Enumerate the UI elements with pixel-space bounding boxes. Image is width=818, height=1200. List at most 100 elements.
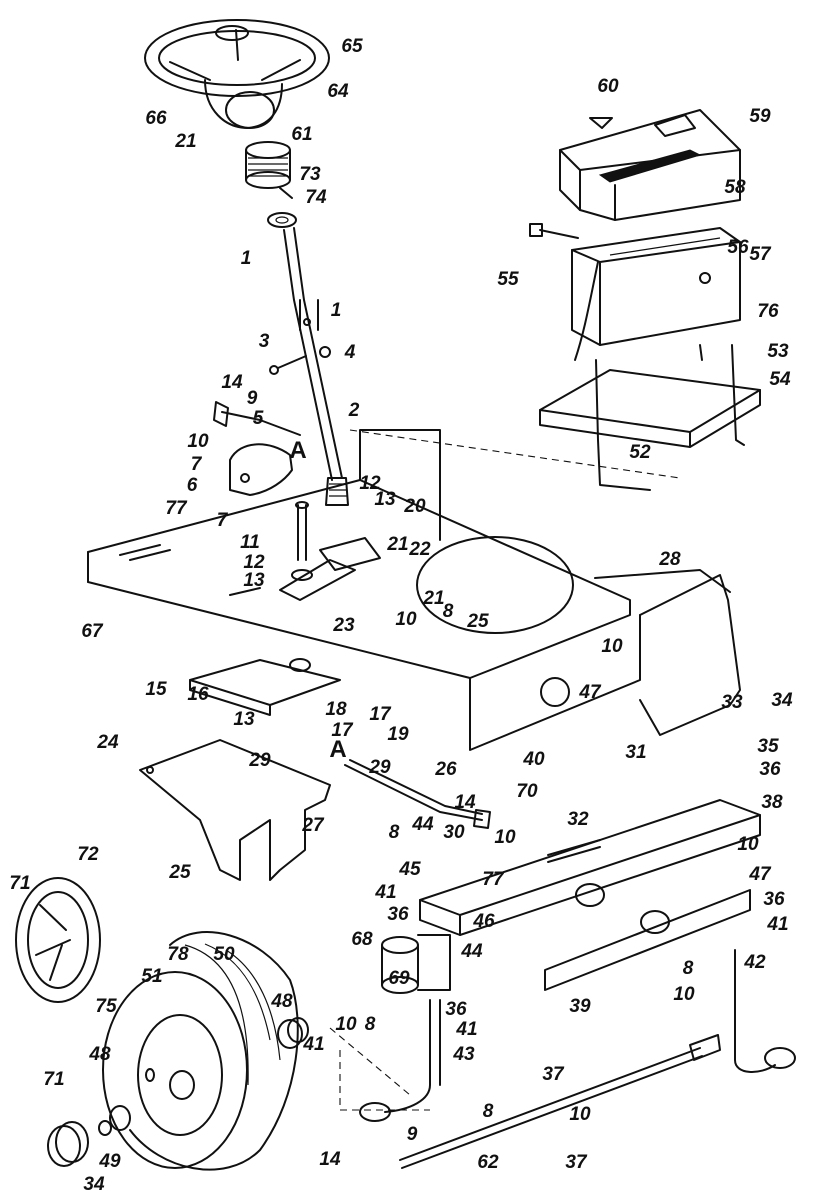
part-label: 44 (460, 941, 483, 962)
front-axle (419, 799, 761, 936)
part-label: 41 (302, 1034, 324, 1055)
part-label: 13 (233, 709, 255, 730)
part-label: 66 (145, 108, 167, 129)
part-label: 74 (305, 187, 327, 208)
part-label: 57 (749, 244, 772, 265)
part-label: 24 (96, 732, 119, 753)
part-label: 52 (629, 442, 651, 463)
part-label: 72 (77, 844, 99, 865)
front-mount-plate (189, 658, 341, 716)
part-label: 25 (466, 611, 489, 632)
wheel-bushing (109, 1017, 309, 1131)
part-label: 10 (737, 834, 759, 855)
part-label: 30 (443, 822, 465, 843)
part-label: 41 (374, 882, 396, 903)
front-tire (102, 931, 299, 1171)
part-label: 64 (327, 81, 349, 102)
part-label: 49 (98, 1151, 121, 1172)
part-label: 27 (301, 815, 325, 836)
part-label: 71 (43, 1069, 64, 1090)
part-label: 9 (407, 1124, 418, 1145)
part-label: 21 (422, 588, 444, 609)
part-label: 42 (743, 952, 766, 973)
part-label: 53 (767, 341, 789, 362)
steering-shaft (283, 227, 349, 506)
wheel-rim (137, 1014, 223, 1136)
part-label: 22 (408, 539, 431, 560)
part-label: 29 (248, 750, 271, 771)
part-label: 18 (325, 699, 347, 720)
part-label: 38 (761, 792, 783, 813)
part-label: 39 (569, 996, 591, 1017)
part-label: 17 (331, 720, 354, 741)
part-label: 21 (174, 131, 196, 152)
part-label: 8 (389, 822, 400, 843)
part-label: 41 (455, 1019, 477, 1040)
wheel-cover (15, 877, 101, 1003)
part-label: 58 (724, 177, 746, 198)
steering-plate (279, 537, 381, 601)
part-label: 29 (368, 757, 391, 778)
part-label: 13 (243, 570, 265, 591)
part-label: 28 (658, 549, 681, 570)
tie-rod (399, 1034, 721, 1169)
part-label: 75 (95, 996, 117, 1017)
part-label: 77 (165, 498, 188, 519)
axle-alignment-guide (329, 1027, 430, 1111)
battery-cover (559, 109, 741, 221)
part-label: 8 (443, 601, 454, 622)
steering-adapter (267, 187, 297, 228)
part-label: 10 (569, 1104, 591, 1125)
part-label: 43 (452, 1044, 475, 1065)
steering-column-bushing (245, 141, 291, 189)
part-label: 10 (494, 827, 516, 848)
part-label: 16 (187, 684, 209, 705)
part-label: 50 (213, 944, 235, 965)
hub-cap (47, 1120, 112, 1167)
part-label: 48 (88, 1044, 111, 1065)
part-label: 26 (434, 759, 457, 780)
part-label: 32 (567, 809, 589, 830)
part-label: 3 (259, 331, 270, 352)
part-label: 10 (673, 984, 695, 1005)
part-label: 77 (482, 869, 505, 890)
part-label: 73 (299, 164, 321, 185)
part-label: 14 (454, 792, 476, 813)
steering-bolt-nut (269, 346, 331, 375)
part-label: 10 (187, 431, 209, 452)
part-label: 41 (766, 914, 788, 935)
reference-marker-a: A (289, 437, 306, 464)
battery (571, 227, 741, 361)
part-label: 8 (483, 1101, 494, 1122)
part-label: 23 (332, 615, 355, 636)
part-label: 65 (341, 36, 363, 57)
part-label: 51 (141, 966, 162, 987)
part-label: 37 (565, 1152, 588, 1173)
part-label: 69 (388, 968, 410, 989)
part-label: 36 (763, 889, 785, 910)
part-label: 20 (403, 496, 426, 517)
part-label: 36 (445, 999, 467, 1020)
battery-tray (539, 344, 761, 491)
part-label: 35 (757, 736, 779, 757)
part-label: 48 (270, 991, 293, 1012)
part-label: 36 (759, 759, 781, 780)
reference-marker-a: A (329, 736, 346, 763)
part-label: 47 (748, 864, 772, 885)
part-label: 46 (472, 911, 495, 932)
part-label: 70 (516, 781, 538, 802)
battery-hold-down-guide (349, 429, 681, 479)
axle-support-bracket (139, 739, 331, 881)
pivot-bolt (291, 501, 313, 581)
part-label: 11 (240, 532, 260, 553)
spindle-left (359, 999, 441, 1122)
steering-wheel (144, 19, 330, 129)
part-label: 25 (168, 862, 191, 883)
part-label: 2 (348, 400, 360, 421)
part-label: 15 (145, 679, 167, 700)
part-label: 4 (344, 342, 356, 363)
part-label: 40 (522, 749, 545, 770)
part-label: 56 (727, 237, 749, 258)
